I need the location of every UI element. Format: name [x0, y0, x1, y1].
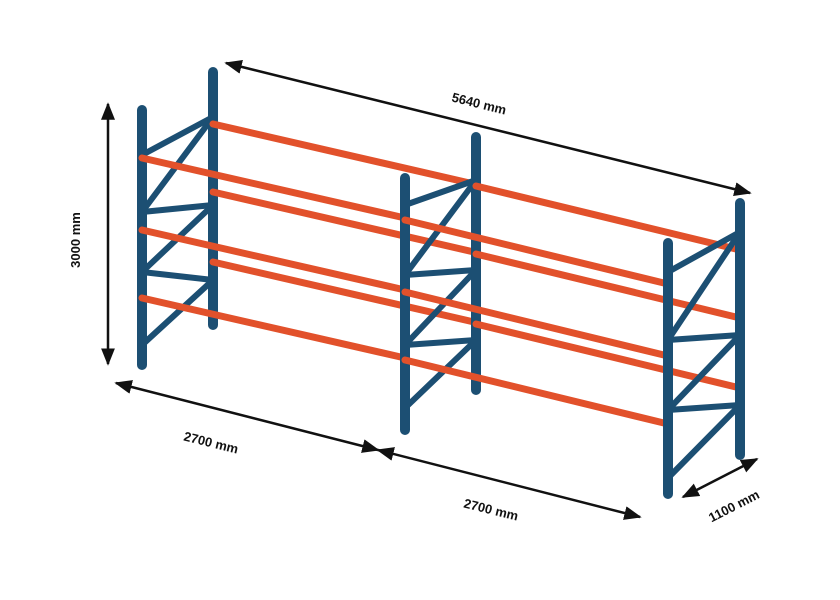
beam	[472, 182, 744, 254]
rack-line	[665, 332, 743, 343]
beam	[209, 120, 478, 188]
dimension-lines	[101, 59, 759, 520]
beam	[401, 356, 672, 428]
rack-line	[665, 332, 743, 413]
dimension-line-bay-1	[114, 380, 380, 453]
dimension-line-overall-length	[224, 59, 752, 197]
beam	[401, 216, 672, 288]
rack-line	[402, 267, 479, 278]
rack-line	[139, 269, 216, 283]
beam	[209, 258, 478, 326]
rack-line	[665, 402, 743, 481]
frame-left-bracing	[139, 114, 216, 348]
label-bay-1-length: 2700 mm	[182, 429, 240, 457]
frame-right-bracing	[665, 229, 743, 481]
label-height: 3000 mm	[68, 212, 83, 268]
rack-line	[402, 337, 479, 411]
upright-frame-middle	[400, 132, 481, 435]
upright-frame-left	[137, 67, 218, 370]
rack-line	[139, 202, 216, 215]
beam	[138, 294, 409, 362]
label-bay-2-length: 2700 mm	[462, 496, 520, 524]
upright-frame-right	[663, 198, 745, 499]
rack-line	[665, 229, 743, 343]
dimension-line-depth	[681, 457, 759, 499]
dimension-line-bay-2	[376, 447, 642, 520]
beam	[401, 288, 672, 360]
label-depth: 1100 mm	[706, 487, 762, 525]
rack-line	[139, 277, 216, 348]
rack-line	[402, 337, 479, 348]
beam	[472, 250, 744, 322]
rack-line	[402, 267, 479, 348]
label-overall-length: 5640 mm	[450, 90, 508, 118]
rack-line	[665, 229, 743, 275]
rack-line	[139, 114, 216, 158]
beam	[138, 226, 409, 294]
rack-line	[665, 402, 743, 413]
